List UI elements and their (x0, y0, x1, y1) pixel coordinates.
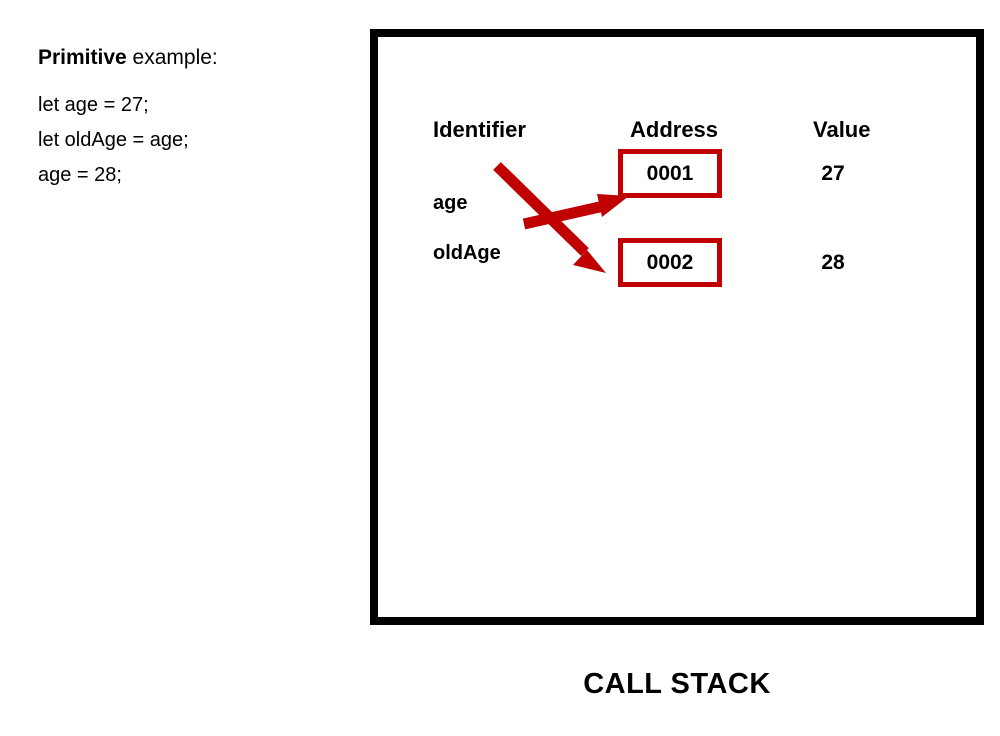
code-line: age = 28; (38, 164, 122, 186)
example-heading-rest: example: (126, 46, 218, 69)
memory-table: Identifier Address Value age oldAge 0001… (378, 37, 992, 633)
column-header-identifier: Identifier (433, 117, 526, 142)
arrow-age-to-0002 (493, 162, 606, 273)
column-header-value: Value (813, 117, 871, 142)
example-heading-strong: Primitive (38, 46, 127, 69)
code-line: let oldAge = age; (38, 129, 189, 151)
address-box-0002: 0002 (618, 238, 722, 287)
column-header-address: Address (630, 117, 719, 142)
address-box-0001: 0001 (618, 149, 722, 198)
call-stack-caption: CALL STACK (583, 668, 771, 700)
call-stack-container: Identifier Address Value age oldAge 0001… (370, 29, 984, 625)
value-27: 27 (821, 162, 845, 185)
arrow-oldage-to-0001 (522, 194, 629, 230)
example-panel: Primitive example: let age = 27; let old… (38, 44, 338, 193)
example-heading: Primitive example: (38, 44, 338, 72)
code-snippet: let age = 27; let oldAge = age; age = 28… (38, 88, 338, 193)
identifier-age: age (433, 192, 468, 214)
identifier-oldage: oldAge (433, 242, 501, 264)
code-line: let age = 27; (38, 94, 149, 116)
value-28: 28 (821, 251, 845, 274)
